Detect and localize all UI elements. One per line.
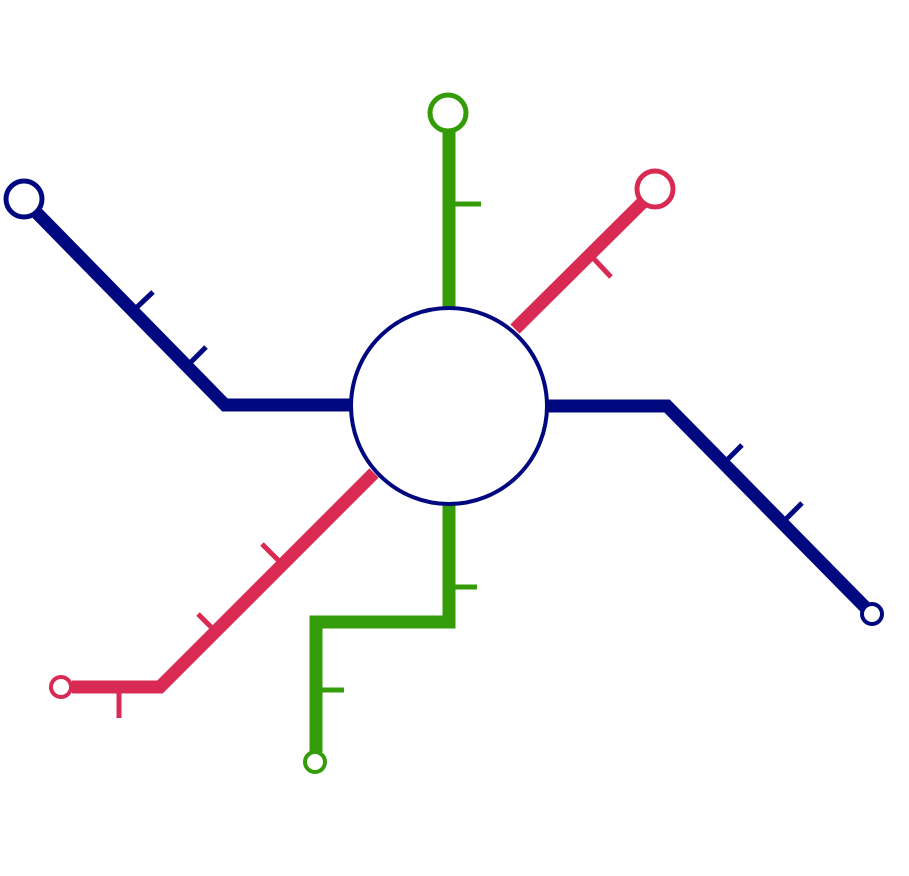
red-line-northeast-stop-1-tick	[592, 257, 613, 279]
red-line-northeast-terminal-station[interactable]	[634, 168, 676, 210]
blue-line-east-stop-2-tick	[782, 501, 804, 523]
red-line-southwest-stop-2-tick	[196, 612, 216, 632]
red-line-southwest-terminal-station[interactable]	[49, 675, 73, 699]
blue-line-east-branch	[546, 399, 884, 626]
green-line-south-route	[309, 505, 456, 752]
blue-line-west-stop-2-tick	[186, 345, 208, 367]
green-line-north-terminal-station[interactable]	[427, 92, 469, 134]
blue-line-west-branch	[3, 178, 352, 412]
red-line-southwest-branch	[49, 468, 379, 718]
green-line-south-terminal-station[interactable]	[303, 750, 327, 774]
blue-line-east-route	[546, 399, 871, 613]
blue-line-west-route	[25, 201, 352, 412]
blue-line-west-stop-1-tick	[132, 290, 155, 312]
blue-line-west-terminal-station[interactable]	[3, 178, 45, 220]
green-line-south-branch	[303, 505, 477, 774]
central-interchange[interactable]	[349, 306, 549, 506]
green-line-north-branch	[427, 92, 481, 308]
blue-line-east-terminal-station[interactable]	[860, 602, 884, 626]
interchange-hub-circle[interactable]	[349, 306, 549, 506]
red-line-northeast-branch	[510, 168, 676, 334]
red-line-southwest-stop-1-tick	[260, 542, 282, 564]
red-line-southwest-route	[72, 468, 379, 694]
blue-line-east-stop-1-tick	[722, 443, 744, 465]
red-line-northeast-route	[510, 197, 648, 334]
